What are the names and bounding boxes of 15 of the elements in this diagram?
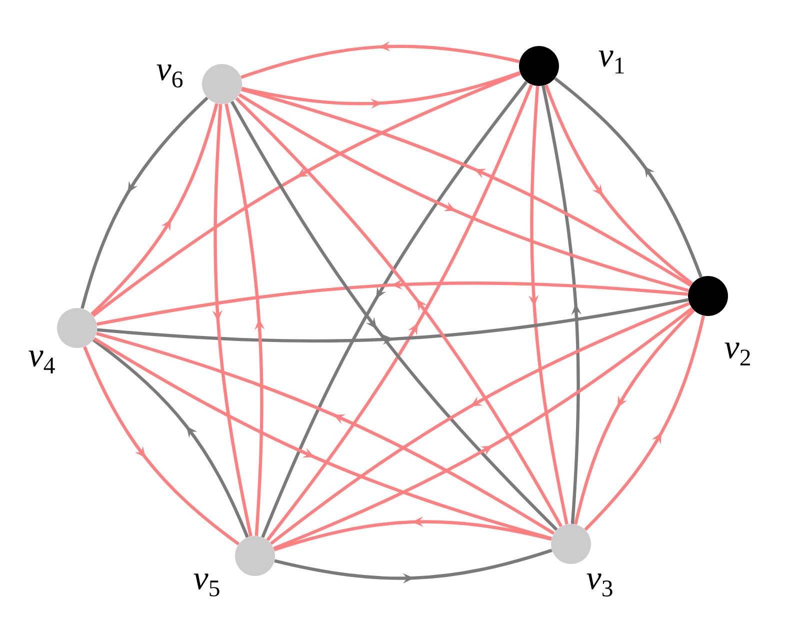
vertex-label: v$_{3}$ — [586, 574, 612, 597]
vertex-label: v$_{5}$ — [194, 574, 220, 596]
arrow — [83, 346, 240, 546]
arrow — [80, 96, 208, 309]
arrow — [584, 315, 706, 531]
vertex-label: v$_{6}$ — [156, 64, 183, 88]
vertex-label: v$_{2}$ — [724, 342, 750, 366]
vertex-label: v$_{4}$ — [28, 350, 55, 374]
arrow — [544, 84, 694, 285]
arrow — [92, 338, 249, 538]
arrow — [90, 103, 218, 316]
arrow — [574, 309, 695, 525]
vertex-label: v$_{1}$ — [598, 50, 624, 74]
arrow — [92, 72, 521, 317]
arrow — [554, 77, 702, 278]
